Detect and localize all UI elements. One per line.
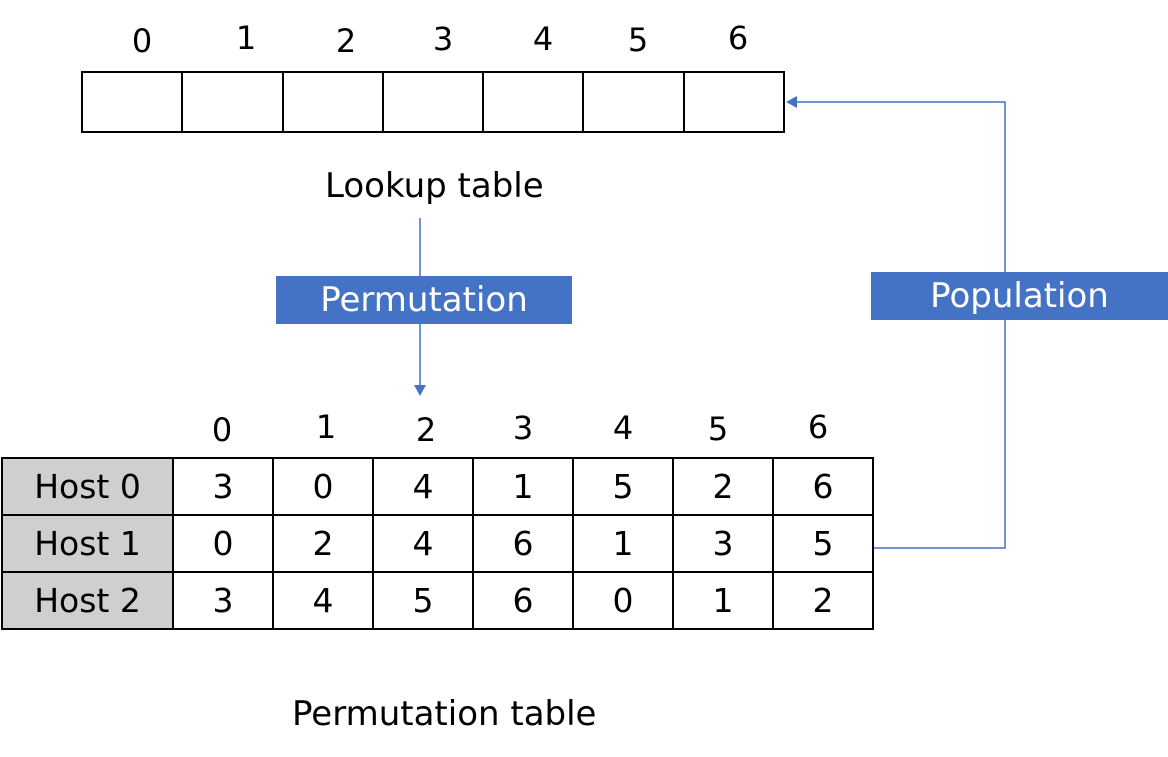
table-cell: 0 — [272, 457, 374, 516]
table-cell: 3 — [672, 514, 774, 573]
perm-index-1: 1 — [315, 408, 337, 446]
lookup-index-2: 2 — [335, 22, 357, 60]
host-label: Host 0 — [1, 457, 174, 516]
lookup-cell — [284, 73, 384, 131]
population-arrow-line — [796, 101, 1006, 549]
permutation-label: Permutation — [276, 276, 572, 324]
lookup-cell — [183, 73, 284, 131]
lookup-index-5: 5 — [627, 21, 649, 59]
population-label: Population — [871, 272, 1168, 320]
table-row: Host 2 3 4 5 6 0 1 2 — [1, 571, 874, 630]
table-cell: 1 — [472, 457, 574, 516]
lookup-index-6: 6 — [727, 19, 749, 57]
perm-index-4: 4 — [612, 409, 634, 447]
table-cell: 3 — [172, 457, 274, 516]
table-cell: 2 — [672, 457, 774, 516]
table-cell: 4 — [372, 514, 474, 573]
table-cell: 4 — [272, 571, 374, 630]
table-cell: 6 — [772, 457, 874, 516]
table-row: Host 0 3 0 4 1 5 2 6 — [1, 457, 874, 516]
table-cell: 6 — [472, 514, 574, 573]
lookup-index-3: 3 — [432, 20, 454, 58]
lookup-cell — [384, 73, 485, 131]
lookup-cell — [83, 73, 184, 131]
table-cell: 0 — [172, 514, 274, 573]
table-cell: 2 — [272, 514, 374, 573]
lookup-table — [81, 71, 785, 133]
permutation-table: Host 0 3 0 4 1 5 2 6 Host 1 0 2 4 6 1 3 … — [1, 457, 874, 630]
table-cell: 2 — [772, 571, 874, 630]
lookup-index-1: 1 — [235, 19, 257, 57]
lookup-cell — [584, 73, 685, 131]
lookup-index-4: 4 — [532, 20, 554, 58]
table-cell: 1 — [672, 571, 774, 630]
host-label: Host 1 — [1, 514, 174, 573]
table-cell: 5 — [572, 457, 674, 516]
permutation-table-caption: Permutation table — [292, 694, 597, 734]
perm-index-0: 0 — [211, 411, 233, 449]
lookup-table-caption: Lookup table — [325, 166, 544, 206]
lookup-cell — [484, 73, 585, 131]
perm-index-5: 5 — [707, 410, 729, 448]
lookup-index-0: 0 — [131, 22, 153, 60]
host-label: Host 2 — [1, 571, 174, 630]
perm-index-3: 3 — [512, 409, 534, 447]
permutation-arrowhead — [414, 385, 426, 396]
perm-index-2: 2 — [415, 411, 437, 449]
table-cell: 3 — [172, 571, 274, 630]
table-cell: 1 — [572, 514, 674, 573]
table-cell: 5 — [772, 514, 874, 573]
population-arrowhead — [786, 96, 797, 108]
table-cell: 5 — [372, 571, 474, 630]
table-cell: 4 — [372, 457, 474, 516]
perm-index-6: 6 — [807, 408, 829, 446]
table-row: Host 1 0 2 4 6 1 3 5 — [1, 514, 874, 573]
table-cell: 0 — [572, 571, 674, 630]
table-cell: 6 — [472, 571, 574, 630]
